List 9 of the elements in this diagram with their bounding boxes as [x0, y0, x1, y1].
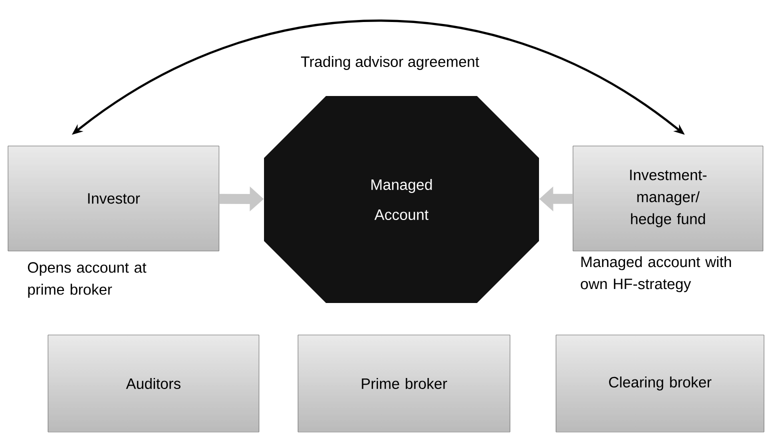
- process-box: Clearing broker: [556, 334, 764, 432]
- octagon: Managed Account: [264, 96, 539, 303]
- process-box: Prime broker: [298, 334, 510, 432]
- edge-label: Trading advisor agreement: [298, 54, 482, 72]
- annotation: Opens account at prime broker: [28, 262, 146, 298]
- process-box: Auditors: [48, 334, 260, 432]
- process-box: Investor: [8, 146, 220, 252]
- process-box: Investment-manager/ hedge fund: [572, 146, 764, 252]
- annotation: Managed account with own HF-strategy: [580, 256, 731, 292]
